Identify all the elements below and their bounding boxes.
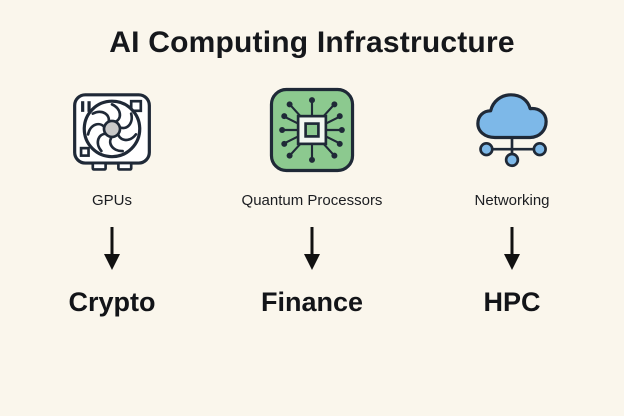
diagram-column-networking: Networking HPC (412, 80, 612, 318)
networking-icon (464, 80, 560, 180)
hardware-label-gpus: GPUs (91, 192, 132, 209)
gpu-icon (64, 80, 160, 180)
down-arrow-icon (101, 225, 123, 273)
diagram-column-gpus: GPUs Crypto (12, 80, 212, 318)
down-arrow-icon (301, 225, 323, 273)
domain-label-finance: Finance (260, 287, 364, 317)
hardware-label-quantum: Quantum Processors (241, 192, 383, 209)
quantum-processor-icon (264, 80, 360, 180)
diagram-column-quantum: Quantum Processors Finance (212, 80, 412, 318)
diagram-columns: GPUs Crypto (0, 80, 624, 318)
domain-label-crypto: Crypto (68, 287, 156, 317)
domain-label-hpc: HPC (483, 287, 541, 317)
diagram-title: AI Computing Infrastructure (109, 26, 515, 59)
down-arrow-icon (501, 225, 523, 273)
hardware-label-networking: Networking (474, 192, 550, 209)
